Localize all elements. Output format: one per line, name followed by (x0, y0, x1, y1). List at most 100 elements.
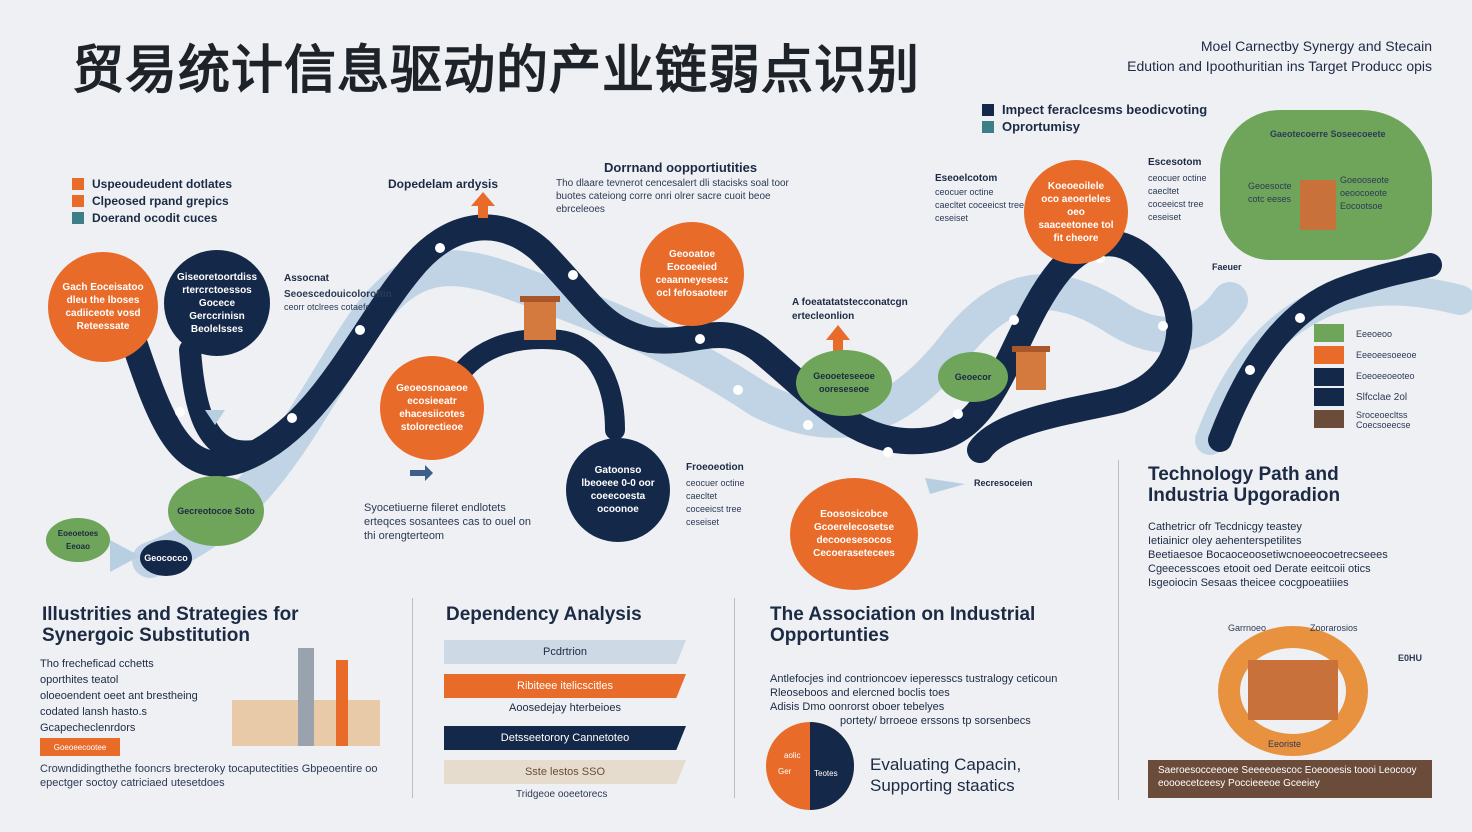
main-navy-road (117, 214, 1193, 477)
top-legend: Impect feraclcesms beodicvoting Oprortum… (982, 102, 1207, 136)
left-legend-item: Clpeosed rpand grepics (72, 193, 232, 209)
pie-label: Ger (778, 767, 792, 776)
left-legend: Uspeoudeudent dotlates Clpeosed rpand gr… (72, 176, 232, 227)
orange-bubble-4: Geoeosnoaeoe ecosieeatr ehacesiicotes st… (380, 356, 484, 460)
orange-bubble-2: Geooatoe Eocoeeied ceaanneyesesz ocl fef… (640, 222, 744, 326)
cloud-title: Gaeotecoerre Soseecoeete (1270, 129, 1386, 139)
right-key-label: Sroceoecltss Coecsoeecse (1356, 410, 1411, 430)
green-cloud-mid: Gecreotocoe Soto (168, 476, 264, 546)
navy-bubble-2: Gatoonso lbeoeee 0-0 oor coeecoesta ocoo… (566, 438, 670, 542)
illustr-button[interactable]: Goeoeecootee (40, 738, 120, 756)
triangle-marker-3 (925, 478, 965, 494)
subtitle-line-1: Moel Carnectby Synergy and Stecain (1200, 38, 1432, 54)
legend-label: Impect feraclcesms beodicvoting (1002, 102, 1208, 117)
associat-text: ceorr otclrees cotaefe (284, 302, 371, 312)
foundation-text: ceocuer octine caecltet coceeicst tree c… (935, 187, 1025, 223)
left-legend-item: Doerand ocodit cuces (72, 210, 232, 226)
right-key-label: Eoeoeeoeoteo (1356, 371, 1415, 381)
up-arrow-dependent (471, 192, 495, 218)
feature-label: A foeatatatstecconatcgn ertecleonlion (792, 297, 908, 322)
legend-swatch (982, 104, 994, 116)
illustr-line: codated lansh hasto.s (40, 706, 148, 718)
right-key-swatch (1314, 388, 1344, 406)
association-bullets: Antlefocjes ind contrioncoev ieperesscs … (770, 672, 1057, 728)
technology-bullet: Cgeecesscoes etooit oed Derate eeitcoii … (1148, 563, 1371, 575)
pie-slice-navy (810, 722, 854, 810)
synergy-text: Syocetiuerne fileret endlotets erteqces … (364, 502, 531, 542)
right-navy-road (1208, 253, 1442, 452)
legend-swatch (72, 195, 84, 207)
cloud-right-text: Goeooseote oeoocoeote Eocootsoe (1340, 175, 1390, 211)
dependency-bar: Ribiteee itelicscitles (444, 674, 686, 698)
illustr-line: Gcapecheclenrdors (40, 722, 136, 734)
foundation-label-2: Escesotom (1148, 157, 1202, 168)
foundation-text-3: ceocuer octine caecltet coceeicst tree c… (686, 478, 745, 527)
divider (412, 598, 413, 798)
top-right-cloud: Gaeotecoerre Soseecoeete Geoesocte cotc … (1220, 110, 1432, 260)
technology-bullet: Ietiainicr oley aehenterspetilites (1148, 535, 1302, 547)
dependency-bar: Pcdrtrion (444, 640, 686, 664)
illustr-title: Illustrities and Strategies for Synergoi… (42, 604, 299, 646)
legend-swatch (72, 178, 84, 190)
technology-bullets: Cathetricr ofr Tecdnicgy teastey Ietiain… (1148, 520, 1388, 590)
right-key-swatch (1314, 410, 1344, 428)
illustr-footer: Crowndidingthethe fooncrs brecteroky toc… (40, 763, 378, 789)
dark-tag: Geococco (140, 540, 192, 576)
page-title: 贸易统计信息驱动的产业链弱点识别 (72, 41, 921, 101)
legend-label: Oprortumisy (1002, 119, 1081, 134)
foundation-label-5: Faeuer (1212, 262, 1242, 272)
association-bullet: Adisis Dmo oonrorst oboer tebelyes (770, 701, 945, 713)
illustr-text: Tho frecheficad cchetts oporthites teato… (40, 656, 198, 736)
green-cloud-right-1: Geooeteseeoe ooreseseoe (796, 350, 892, 416)
hub-building-icon (1248, 660, 1338, 720)
cloud-left-text: Geoesocte cotc eeses (1248, 181, 1292, 204)
evaluating-text: Evaluating Capacin, Supporting staatics (870, 755, 1022, 795)
refinery-tower (298, 648, 314, 746)
inner-navy-loop (440, 329, 625, 440)
navy-bubble-1: Giseoretoortdiss rtercrctoessos Gocece G… (164, 250, 270, 356)
right-key-swatch (1314, 324, 1344, 342)
right-key-swatch (1314, 346, 1344, 364)
building-icon-2 (1012, 346, 1050, 390)
building-icon-1 (520, 296, 560, 340)
foundation-label-3: Froeoeotion (686, 462, 744, 473)
foundation-label-1: Eseoelcotom (935, 173, 998, 184)
green-cloud-left: Eoeoetoes Eeoao (46, 518, 110, 562)
illustr-line: oloeoendent oeet ant brestheing (40, 690, 198, 702)
dependency-bar: Sste lestos SSO (444, 760, 686, 784)
orange-bubble-1: Gach Eoceisatoo dleu the lboses cadiiceo… (48, 252, 158, 362)
right-key-swatch (1314, 368, 1344, 386)
foundation-text-2: ceocuer octine caecltet coceeicst tree c… (1148, 173, 1207, 222)
association-bullet: Rleoseboos and elercned boclis toes (770, 687, 950, 699)
association-title: The Association on Industrial Opportunti… (770, 604, 1036, 646)
technology-footer-box: Saeroesocceeoee Seeeeoescoc Eoeooesis to… (1148, 760, 1432, 798)
demand-text: Tho dlaare tevnerot cencesalert dli stac… (556, 178, 789, 215)
right-key-label: Eeeoeoo (1356, 329, 1393, 339)
dependency-bar: Detsseetorory Cannetoteo (444, 726, 686, 750)
legend-label: Clpeosed rpand grepics (92, 194, 229, 208)
technology-title: Technology Path and Industria Upgoradion (1148, 464, 1341, 506)
divider (1118, 460, 1119, 800)
hub-label: Eeoriste (1268, 739, 1302, 749)
technology-hub: Garrnoeo Zoorarosios Eeoriste (1208, 616, 1378, 756)
illustr-line: oporthites teatol (40, 674, 119, 686)
right-key-label: Eeeoeesoeeoe (1356, 350, 1417, 360)
right-key-label: Sl​fcclae 2ol (1356, 392, 1408, 403)
refinery-illustration (232, 648, 380, 752)
pie-label: aolic (784, 751, 800, 760)
secondary-navy-road (179, 339, 271, 463)
hub-label: Garrnoeo (1228, 623, 1267, 633)
pie-label: Teotes (814, 769, 838, 778)
triangle-marker-1 (205, 410, 225, 425)
left-legend-item: Uspeoudeudent dotlates (72, 176, 232, 192)
illustr-line: Tho frecheficad cchetts (40, 658, 154, 670)
page-subtitle: Moel Carnectby Synergy and Stecain Eduti… (1127, 36, 1432, 76)
green-cloud-right-2: Geoecor (938, 352, 1008, 402)
up-arrow-feature (826, 325, 850, 354)
technology-bullet: Beetiaesoe Bocaoceoosetiwcnoeeocoetrecse… (1148, 549, 1388, 561)
legend-swatch (982, 121, 994, 133)
technology-bullet: Cathetricr ofr Tecdnicgy teastey (1148, 521, 1302, 533)
top-legend-item: Oprortumisy (982, 119, 1207, 135)
demand-title: Dorrnand oopportiutities (604, 160, 758, 175)
